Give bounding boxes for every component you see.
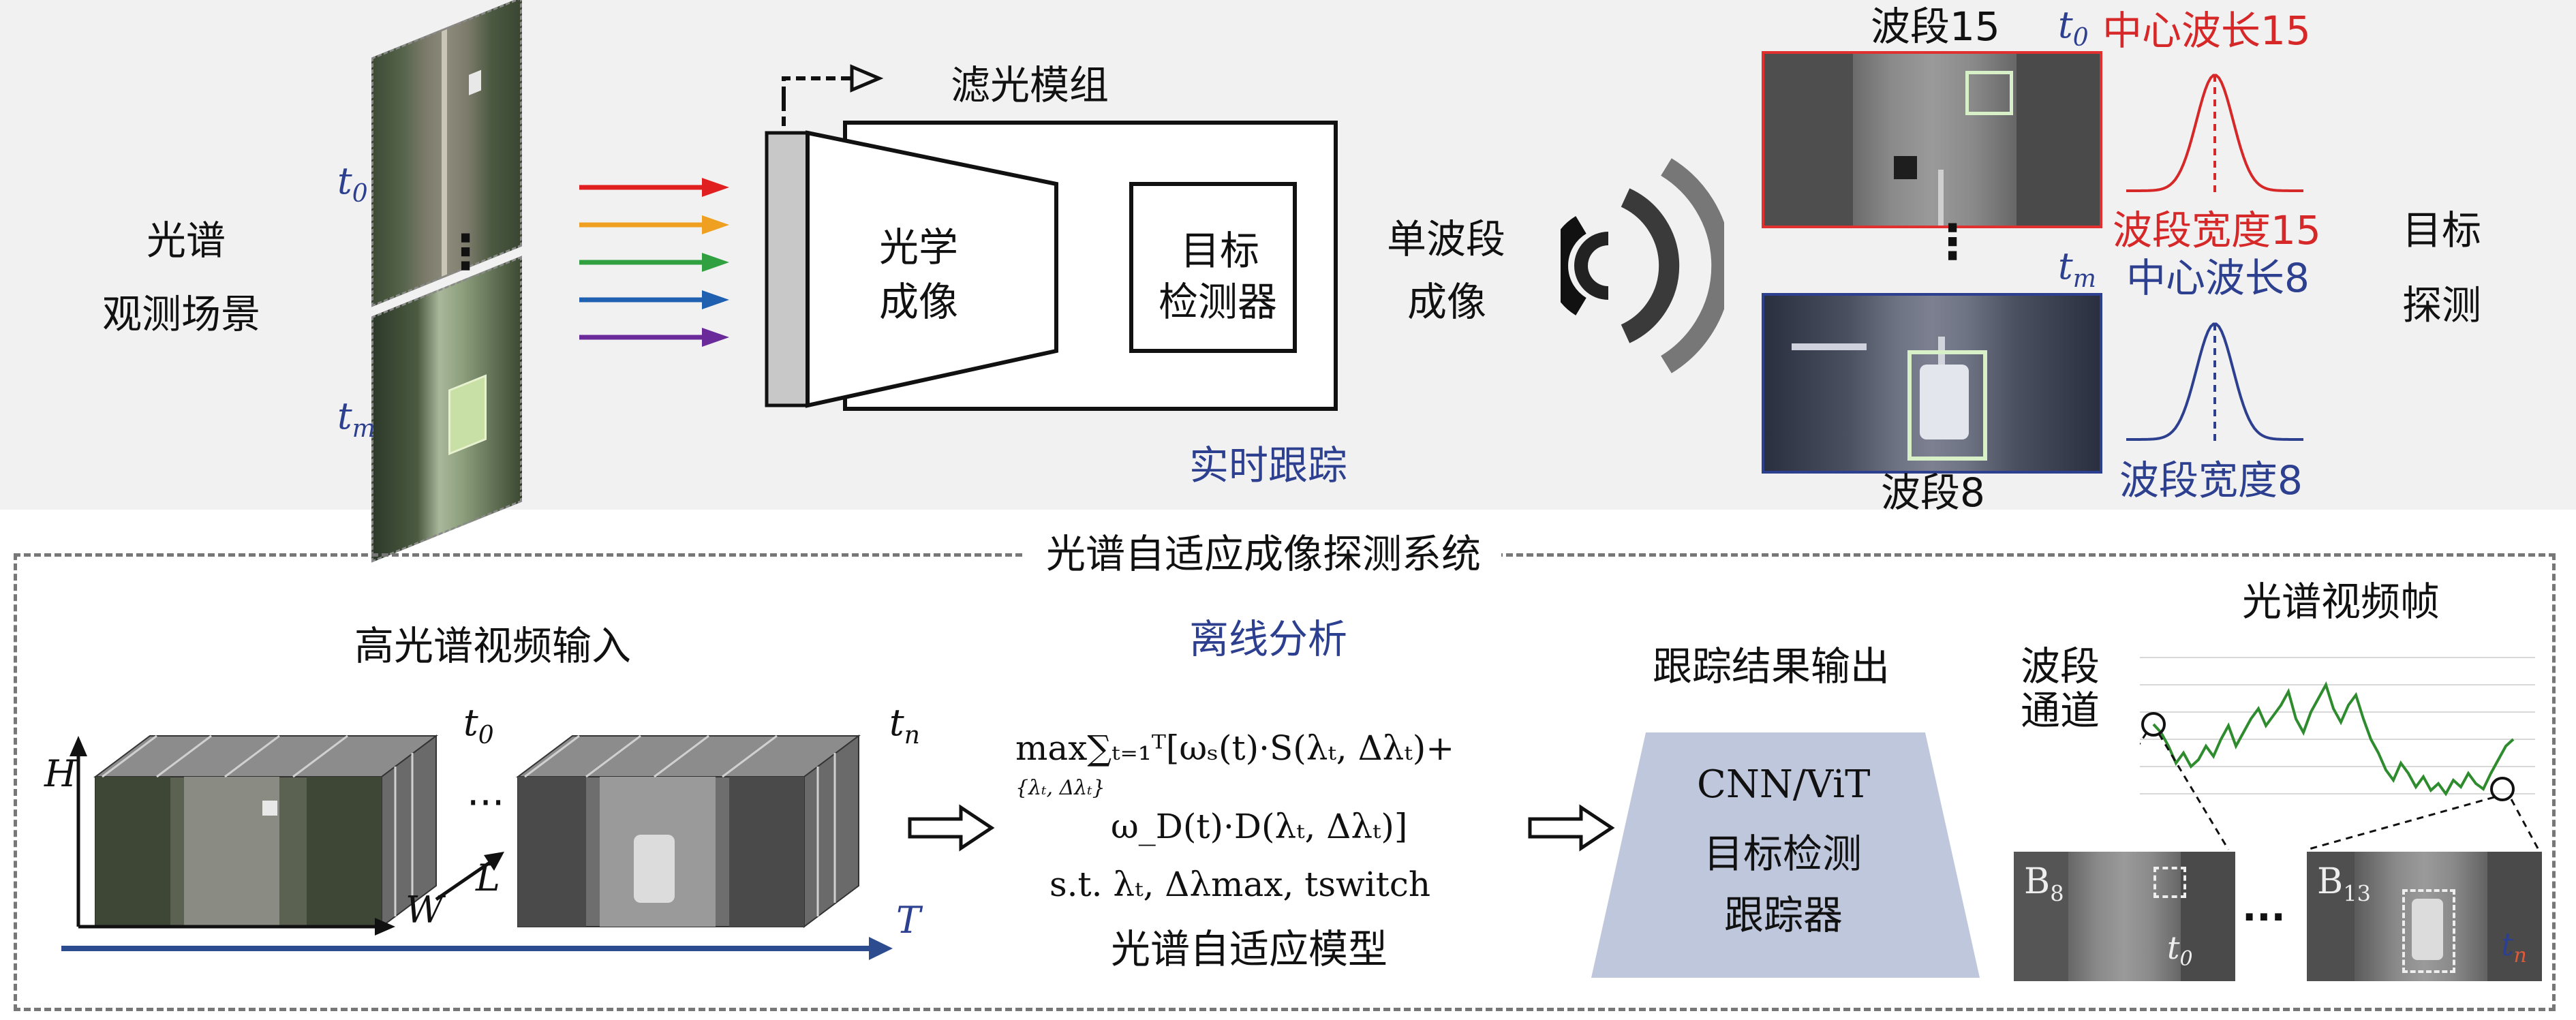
realtime-tracking-label: 实时跟踪 — [1189, 442, 1348, 489]
formula-line1: max∑ₜ₌₁ᵀ[ωₛ(t)·S(λₜ, Δλₜ)+ — [1015, 728, 1455, 768]
band8-label: 波段8 — [1881, 469, 1985, 516]
system-title: 光谱自适应成像探测系统 — [1026, 531, 1502, 577]
bandwidth-15: 波段宽度15 — [2113, 207, 2321, 253]
gaussian-curve-8 — [2126, 322, 2303, 446]
band8-detection-box — [1907, 350, 1987, 461]
inset-t0-label: t0 — [2167, 929, 2193, 972]
hyperspectral-cubes — [61, 735, 893, 960]
center-wavelength-8: 中心波长8 — [2126, 255, 2310, 301]
target-detection-line1: 目标 — [2402, 207, 2482, 253]
spectrum-arrowhead-red — [702, 178, 729, 197]
gaussian-curve-15 — [2126, 74, 2303, 198]
spectrum-arrows — [579, 178, 729, 347]
spectrum-arrowhead-blue — [702, 290, 729, 309]
cube-tn-label: tn — [889, 701, 920, 749]
scene-label-line1: 光谱 — [147, 217, 226, 264]
axis-w-label: W — [405, 888, 444, 931]
filter-switch-arrow — [782, 64, 884, 126]
inset-band13-image — [2307, 852, 2542, 981]
model-name-label: 光谱自适应模型 — [1111, 926, 1388, 972]
bandwidth-8: 波段宽度8 — [2119, 457, 2303, 504]
target-detection-line2: 探测 — [2402, 282, 2482, 328]
band15-t0: t0 — [2058, 3, 2089, 52]
tracker-trapezoid — [1591, 732, 1980, 978]
inset-band8-image — [2014, 852, 2235, 981]
detector-label-line1: 目标 — [1180, 228, 1260, 274]
single-band-line1: 单波段 — [1387, 216, 1506, 262]
band-ellipsis: ⋮ — [1929, 214, 1976, 270]
formula-line3: s.t. λₜ, Δλmax, tswitch — [1049, 865, 1431, 904]
cube-t0-label: t0 — [463, 701, 494, 749]
vertical-ellipsis: ⋮ — [442, 224, 489, 280]
axis-l-label: L — [476, 856, 500, 899]
band8-image — [1762, 293, 2102, 474]
tracking-output-label: 跟踪结果输出 — [1653, 643, 1890, 690]
formula-line2: ω_D(t)·D(λₜ, Δλₜ)] — [1111, 807, 1408, 846]
scene-label-line2: 观测场景 — [102, 291, 261, 337]
detector-label-line2: 检测器 — [1159, 279, 1278, 325]
inset-b13-label: B13 — [2317, 861, 2371, 907]
hollow-arrow-1 — [908, 804, 995, 852]
band15-detection-box — [1965, 71, 2013, 115]
camera-system — [765, 121, 1338, 411]
label-tm: tm — [337, 395, 375, 443]
tracker-line1: CNN/ViT — [1697, 762, 1871, 807]
spectral-curve-plot — [2140, 657, 2540, 851]
offline-analysis-label: 离线分析 — [1189, 616, 1348, 662]
hs-input-label: 高光谱视频输入 — [354, 623, 632, 669]
inset-ellipsis: ··· — [2242, 895, 2286, 940]
tracker-line3: 跟踪器 — [1724, 892, 1843, 938]
axis-h-label: H — [44, 752, 77, 795]
band8-tm: tm — [2058, 245, 2096, 293]
single-band-line2: 成像 — [1407, 279, 1487, 325]
optics-label-line2: 成像 — [879, 279, 959, 325]
label-t0: t0 — [337, 159, 368, 208]
formula-subscript: {λₜ, Δλₜ} — [1015, 776, 1105, 800]
spectrum-arrowhead-orange — [702, 215, 729, 234]
cube-ellipsis: ··· — [467, 779, 505, 826]
spectral-frame-label: 光谱视频帧 — [2242, 578, 2440, 625]
filter-module-label: 滤光模组 — [951, 62, 1109, 108]
inset-b8-label: B8 — [2024, 861, 2064, 907]
center-wavelength-15: 中心波长15 — [2102, 7, 2311, 54]
tracker-line2: 目标检测 — [1704, 831, 1862, 877]
spectrum-arrowhead-green — [702, 253, 729, 272]
inset-tn-label: tn — [2501, 926, 2527, 968]
spectrum-arrowhead-purple — [702, 328, 729, 347]
band-channel-line2: 通道 — [2021, 687, 2100, 734]
axis-t-label: T — [896, 899, 921, 942]
band15-label: 波段15 — [1871, 3, 2000, 50]
band15-image — [1762, 51, 2102, 228]
optics-label-line1: 光学 — [879, 224, 959, 271]
band-channel-line1: 波段 — [2021, 643, 2100, 690]
hollow-arrow-2 — [1528, 804, 1615, 852]
wireless-transmit-icon — [1561, 158, 1724, 373]
